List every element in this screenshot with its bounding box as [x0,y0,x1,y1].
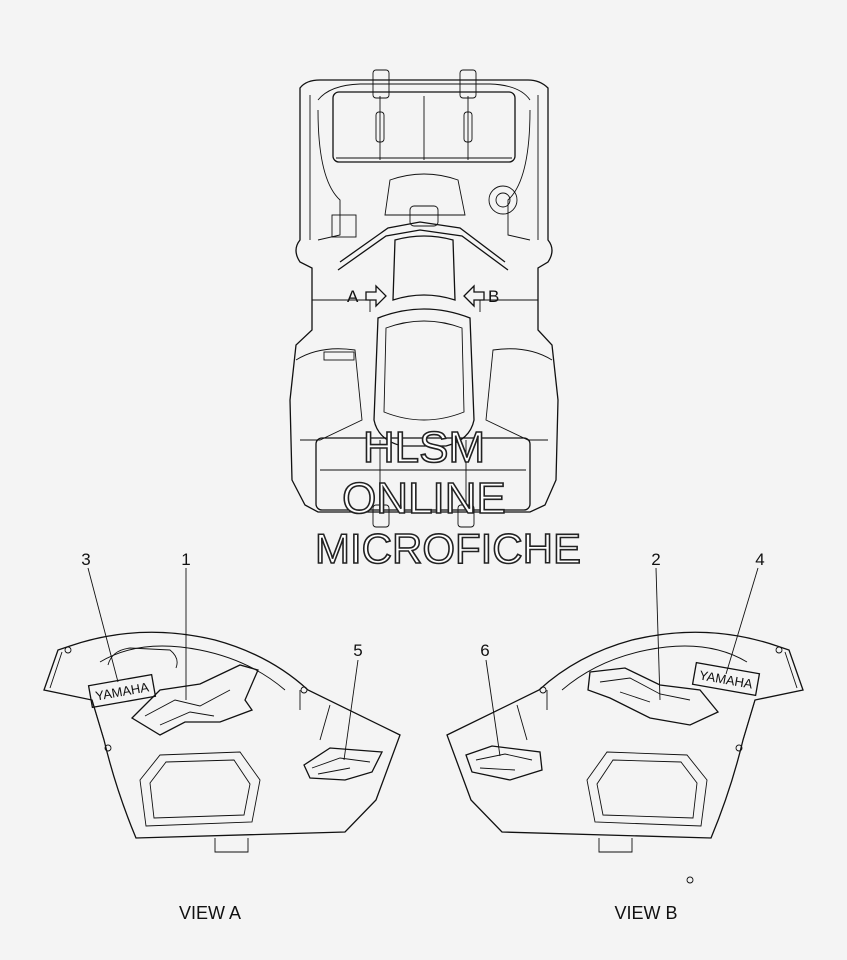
view-a-marker: A [347,287,359,306]
view-b-panel: YAMAHA [446,631,804,884]
view-a-panel: YAMAHA [43,631,401,853]
watermark-line-3: MICROFICHE [315,525,581,572]
atv-top-view: A B [289,69,559,528]
callout-3: 3 [81,550,90,569]
graphic-decal-2 [587,667,720,726]
graphic-decal-1 [130,664,259,736]
badge-decal-5 [303,747,384,781]
callout-5: 5 [353,641,362,660]
callout-leaders [87,567,759,761]
callout-2: 2 [651,550,660,569]
callout-6: 6 [480,641,489,660]
watermark-line-2: ONLINE [342,474,506,523]
callout-4: 4 [755,550,764,569]
watermark: HLSM ONLINE MICROFICHE [314,422,582,573]
badge-decal-6 [465,745,543,781]
callout-1: 1 [181,550,190,569]
view-b-arrow-icon [463,284,485,308]
view-b-marker: B [488,287,499,306]
view-a-arrow-icon [365,284,387,308]
view-b-caption: VIEW B [614,903,677,923]
view-a-caption: VIEW A [179,903,241,923]
watermark-line-1: HLSM [363,423,485,472]
